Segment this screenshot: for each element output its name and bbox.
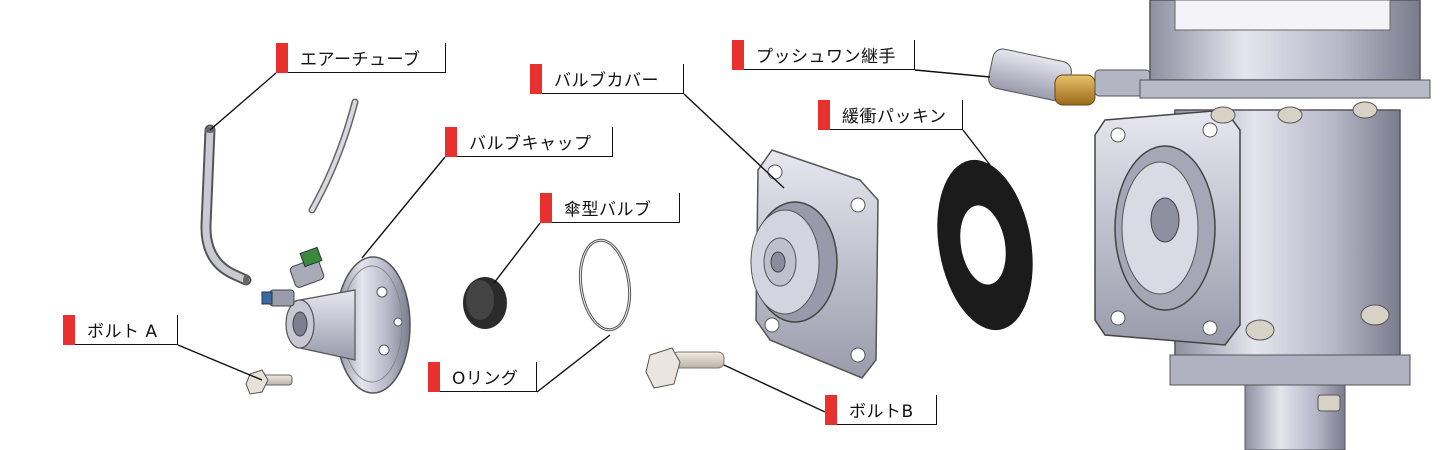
label-o-ring: Oリング <box>428 361 537 392</box>
valve-cap-part <box>261 246 411 394</box>
air-tube-part <box>200 124 252 286</box>
leader-buffer-packing <box>962 129 991 166</box>
valve-body-part <box>1094 0 1431 450</box>
leader-bolt-b <box>723 364 826 413</box>
leader-o-ring <box>536 334 611 393</box>
red-marker <box>445 126 457 157</box>
label-buffer-packing: 緩衝パッキン <box>818 99 963 130</box>
label-bolt-a: ボルト A <box>63 314 178 345</box>
red-marker <box>818 99 830 130</box>
bolt-a-part <box>245 369 293 395</box>
label-valve-cap: バルブキャップ <box>445 126 613 157</box>
umbrella-valve-part <box>463 277 507 329</box>
label-umbrella-valve: 傘型バルブ <box>540 192 680 223</box>
leader-valve-cap <box>361 156 446 259</box>
red-marker <box>428 361 440 392</box>
label-air-tube: エアーチューブ <box>276 42 446 73</box>
push-one-fitting-part <box>988 48 1181 106</box>
bolt-b-part <box>645 347 725 389</box>
leader-air-tube <box>209 72 277 131</box>
red-marker <box>530 63 542 94</box>
red-marker <box>276 42 288 73</box>
leader-push-one-fitting <box>914 69 991 78</box>
red-marker <box>540 192 552 223</box>
leader-bolt-a <box>177 344 263 381</box>
label-valve-cover: バルブカバー <box>530 63 684 94</box>
red-marker <box>63 314 75 345</box>
label-bolt-b: ボルトB <box>825 394 937 425</box>
leader-umbrella-valve <box>493 222 541 284</box>
leader-lines <box>177 69 991 413</box>
red-marker <box>732 39 744 70</box>
leader-valve-cover <box>683 93 785 189</box>
valve-cover-part <box>750 149 879 379</box>
buffer-packing-part <box>937 159 1033 331</box>
red-marker <box>825 394 837 425</box>
air-tube-loose-part <box>308 98 359 214</box>
o-ring-part <box>578 238 632 332</box>
label-push-one-fitting: プッシュワン継手 <box>732 39 915 70</box>
